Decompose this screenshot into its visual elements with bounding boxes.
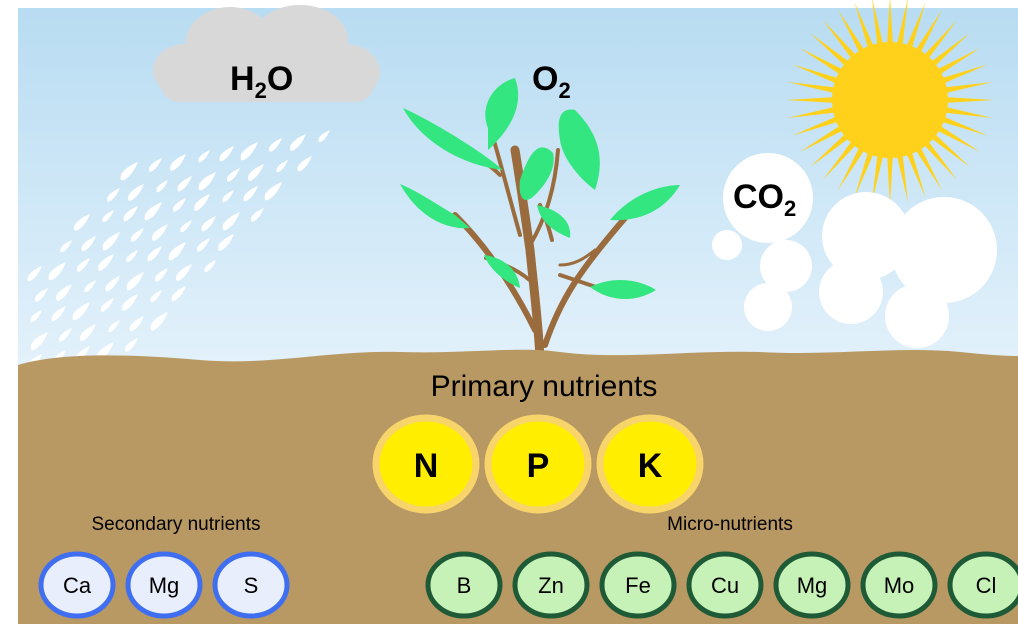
nutrient-symbol: Ca — [63, 573, 92, 598]
nutrient-ca: Ca — [41, 554, 113, 616]
nutrient-p: P — [488, 418, 588, 510]
nutrient-symbol: Mg — [797, 573, 828, 598]
nutrient-mg: Mg — [128, 554, 200, 616]
nutrient-s: S — [215, 554, 287, 616]
nutrient-fe: Fe — [602, 554, 674, 616]
nutrient-cl: Cl — [950, 554, 1018, 616]
nutrient-symbol: P — [527, 447, 550, 485]
primary-nutrients: NPK — [376, 418, 700, 510]
nutrient-symbol: S — [244, 573, 259, 598]
sun-disc — [832, 42, 948, 158]
nutrient-cu: Cu — [689, 554, 761, 616]
nutrient-mo: Mo — [863, 554, 935, 616]
nutrient-symbol: Cl — [976, 573, 997, 598]
nutrient-n: N — [376, 418, 476, 510]
nutrient-symbol: Cu — [711, 573, 739, 598]
nutrient-symbol: Fe — [625, 573, 651, 598]
nutrient-symbol: Mg — [149, 573, 180, 598]
nutrient-b: B — [428, 554, 500, 616]
nutrient-k: K — [600, 418, 700, 510]
nutrient-symbol: K — [638, 447, 663, 485]
secondary-nutrients-title: Secondary nutrients — [92, 514, 261, 535]
secondary-nutrients: Ca Mg S — [41, 554, 287, 616]
micro-nutrients-title: Micro-nutrients — [667, 514, 793, 535]
primary-nutrients-title: Primary nutrients — [431, 370, 658, 403]
nutrient-symbol: Zn — [538, 573, 564, 598]
nutrient-symbol: N — [414, 447, 439, 485]
nutrient-mg: Mg — [776, 554, 848, 616]
nutrient-zn: Zn — [515, 554, 587, 616]
nutrient-symbol: B — [457, 573, 472, 598]
nutrient-symbol: Mo — [884, 573, 915, 598]
